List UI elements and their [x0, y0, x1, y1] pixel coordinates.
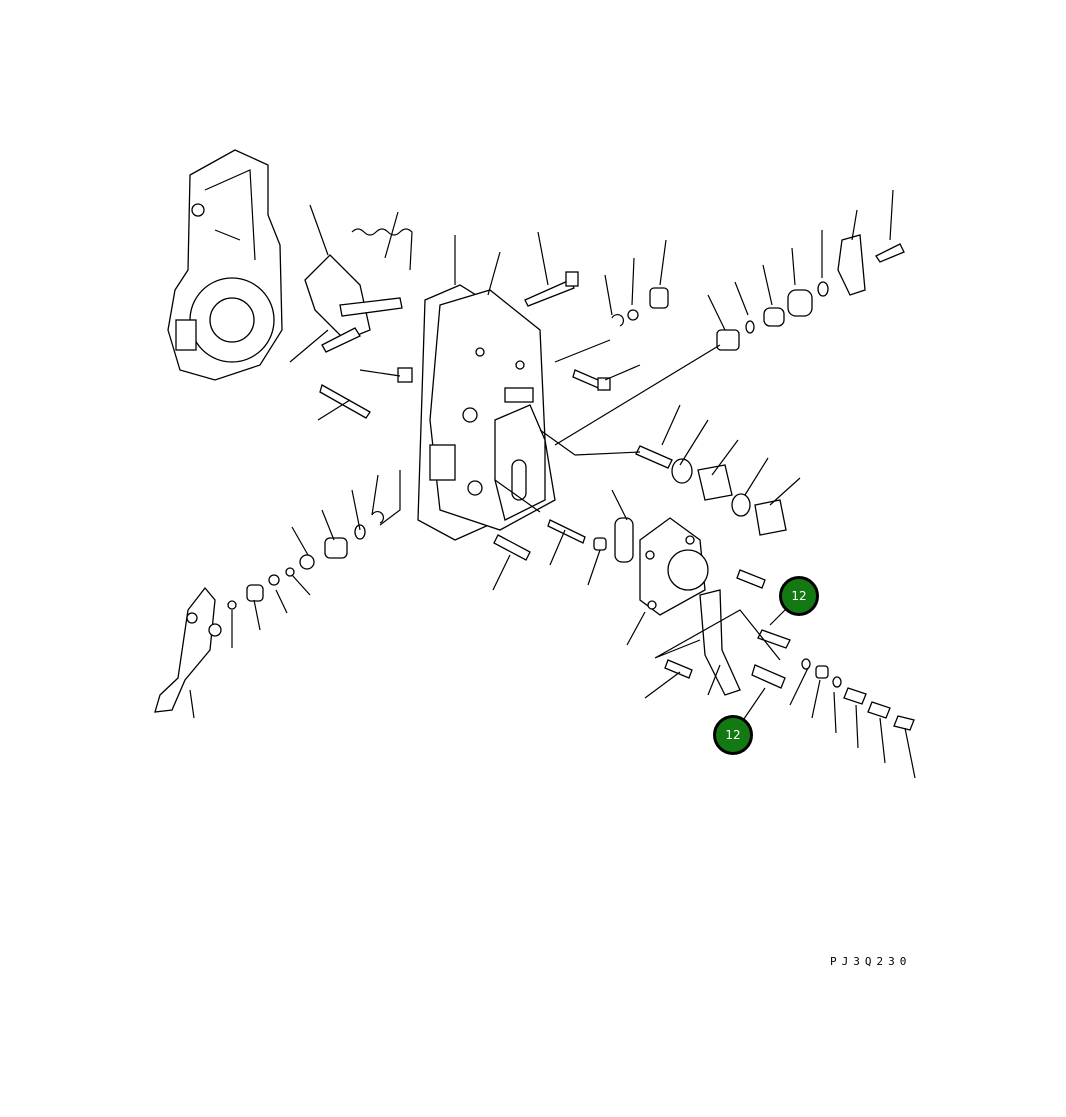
- linkage-part: [154, 586, 222, 713]
- callout-badge-12-lower[interactable]: 12: [713, 715, 753, 755]
- drawing-code: PJ3Q230: [830, 955, 912, 968]
- end-cover-part: [639, 517, 741, 696]
- cover-gasket-part: [417, 284, 556, 541]
- governor-housing-part: [167, 149, 283, 381]
- fastener-parts: [227, 234, 915, 731]
- leader-lines: [189, 189, 916, 779]
- lever-assembly-part: [304, 228, 413, 353]
- callout-badge-12-upper[interactable]: 12: [779, 576, 819, 616]
